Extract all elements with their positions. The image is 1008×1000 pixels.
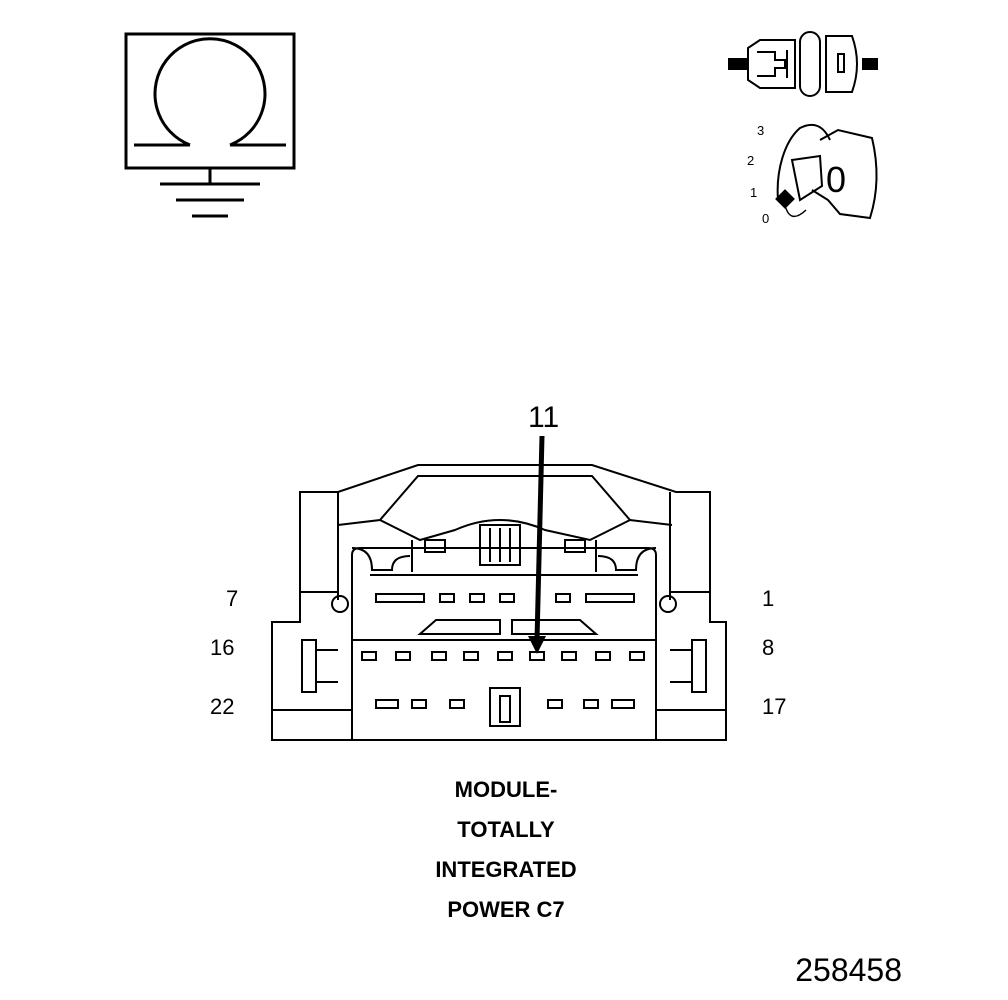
pin-callout-number: 11 <box>528 401 560 434</box>
ignition-position-0: 0 <box>762 211 770 226</box>
ignition-position-3: 3 <box>757 123 765 138</box>
pin-label-8: 8 <box>762 635 775 660</box>
ignition-position-1: 1 <box>750 185 758 200</box>
ignition-key-icon <box>775 124 878 220</box>
connector-caption: MODULE- TOTALLY INTEGRATED POWER C7 <box>356 770 656 930</box>
connector-c7-body <box>271 464 727 741</box>
pin-label-16: 16 <box>210 635 235 660</box>
pin-label-22: 22 <box>210 694 235 719</box>
pin-label-17: 17 <box>762 694 787 719</box>
caption-line-4: POWER C7 <box>447 897 565 922</box>
pin-11-callout-arrow <box>528 435 546 654</box>
pin-row-middle <box>361 651 645 661</box>
pin-row-bottom <box>375 687 635 727</box>
connector-plug-icon <box>728 31 878 97</box>
pin-label-1: 1 <box>762 586 775 611</box>
pin-label-7: 7 <box>226 586 239 611</box>
ohm-ground-icon <box>124 32 296 218</box>
ignition-key-letter: 0 <box>826 159 847 200</box>
caption-line-2: TOTALLY <box>457 817 555 842</box>
caption-line-1: MODULE- <box>454 777 558 802</box>
caption-line-3: INTEGRATED <box>435 857 577 882</box>
ignition-position-2: 2 <box>747 153 755 168</box>
pin-row-top <box>375 593 635 603</box>
figure-id: 258458 <box>795 952 902 988</box>
